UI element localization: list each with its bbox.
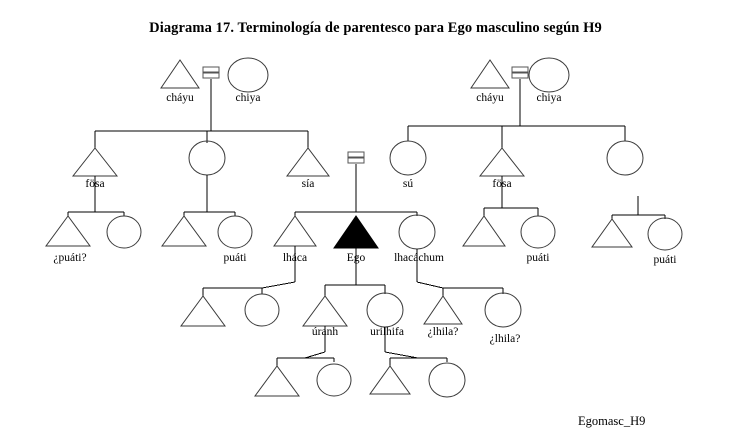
node-grandchild-female-1 [316, 363, 352, 397]
node-child-male-1 [180, 295, 226, 327]
label-urilhifa: urilhifa [370, 326, 404, 338]
figure-caption: Egomasc_H9 [578, 414, 646, 428]
node-cousin-male-3 [462, 215, 506, 247]
label-uranh: úranh [311, 326, 339, 338]
node-chayu-left [160, 59, 200, 89]
node-urilhifa [366, 292, 404, 328]
node-grandchild-male-2 [369, 365, 411, 395]
marriage-symbol-left [202, 66, 220, 79]
label-chayu-left: cháyu [166, 92, 194, 104]
node-lhila-male [423, 295, 463, 325]
node-chiya-left [227, 57, 269, 93]
label-chiya-right: chiya [536, 92, 562, 104]
node-lhila-female [484, 292, 522, 328]
label-puati-question: ¿puáti? [53, 252, 87, 264]
label-ego: Ego [346, 252, 366, 264]
node-chiya-right [528, 57, 570, 93]
node-chayu-right [470, 59, 510, 89]
label-lhacachum: lhacáchum [394, 252, 444, 264]
node-lhaca [273, 215, 317, 247]
node-puati-question [45, 215, 91, 247]
node-uranh [302, 295, 348, 327]
node-fosa-left [71, 147, 119, 177]
label-lhila-female: ¿lhila? [489, 333, 521, 345]
node-grandchild-male-1 [254, 365, 300, 397]
label-fosa-right: fösa [492, 178, 512, 190]
node-parent-mother [188, 140, 226, 176]
label-puati-2: puáti [526, 252, 550, 264]
node-aunt-right [606, 140, 644, 176]
label-lhaca: lháca [282, 252, 308, 264]
page-title: Diagrama 17. Terminología de parentesco … [149, 20, 602, 36]
node-child-female-1 [244, 293, 280, 327]
marriage-symbol-parents [347, 151, 365, 164]
node-fosa-right [478, 147, 526, 177]
node-puati-2 [520, 215, 556, 249]
node-cousin-male-4 [591, 218, 633, 248]
label-su: sú [402, 178, 414, 190]
node-lhacachum [398, 214, 436, 250]
node-cousin-female-1 [106, 215, 142, 249]
label-fosa-left: fösa [85, 178, 105, 190]
node-grandchild-female-2 [428, 362, 466, 398]
node-su [389, 140, 427, 176]
label-puati-1: puáti [223, 252, 247, 264]
label-chayu-right: cháyu [476, 92, 504, 104]
node-sia [286, 147, 330, 177]
label-sia: sía [301, 178, 315, 190]
label-chiya-left: chiya [235, 92, 261, 104]
label-lhila-male: ¿lhila? [427, 326, 459, 338]
node-cousin-male-2 [161, 215, 207, 247]
node-ego [333, 215, 379, 249]
marriage-symbol-right [511, 66, 529, 79]
label-puati-3: puáti [653, 254, 677, 266]
node-puati-1 [217, 215, 253, 249]
node-puati-3 [647, 217, 683, 251]
